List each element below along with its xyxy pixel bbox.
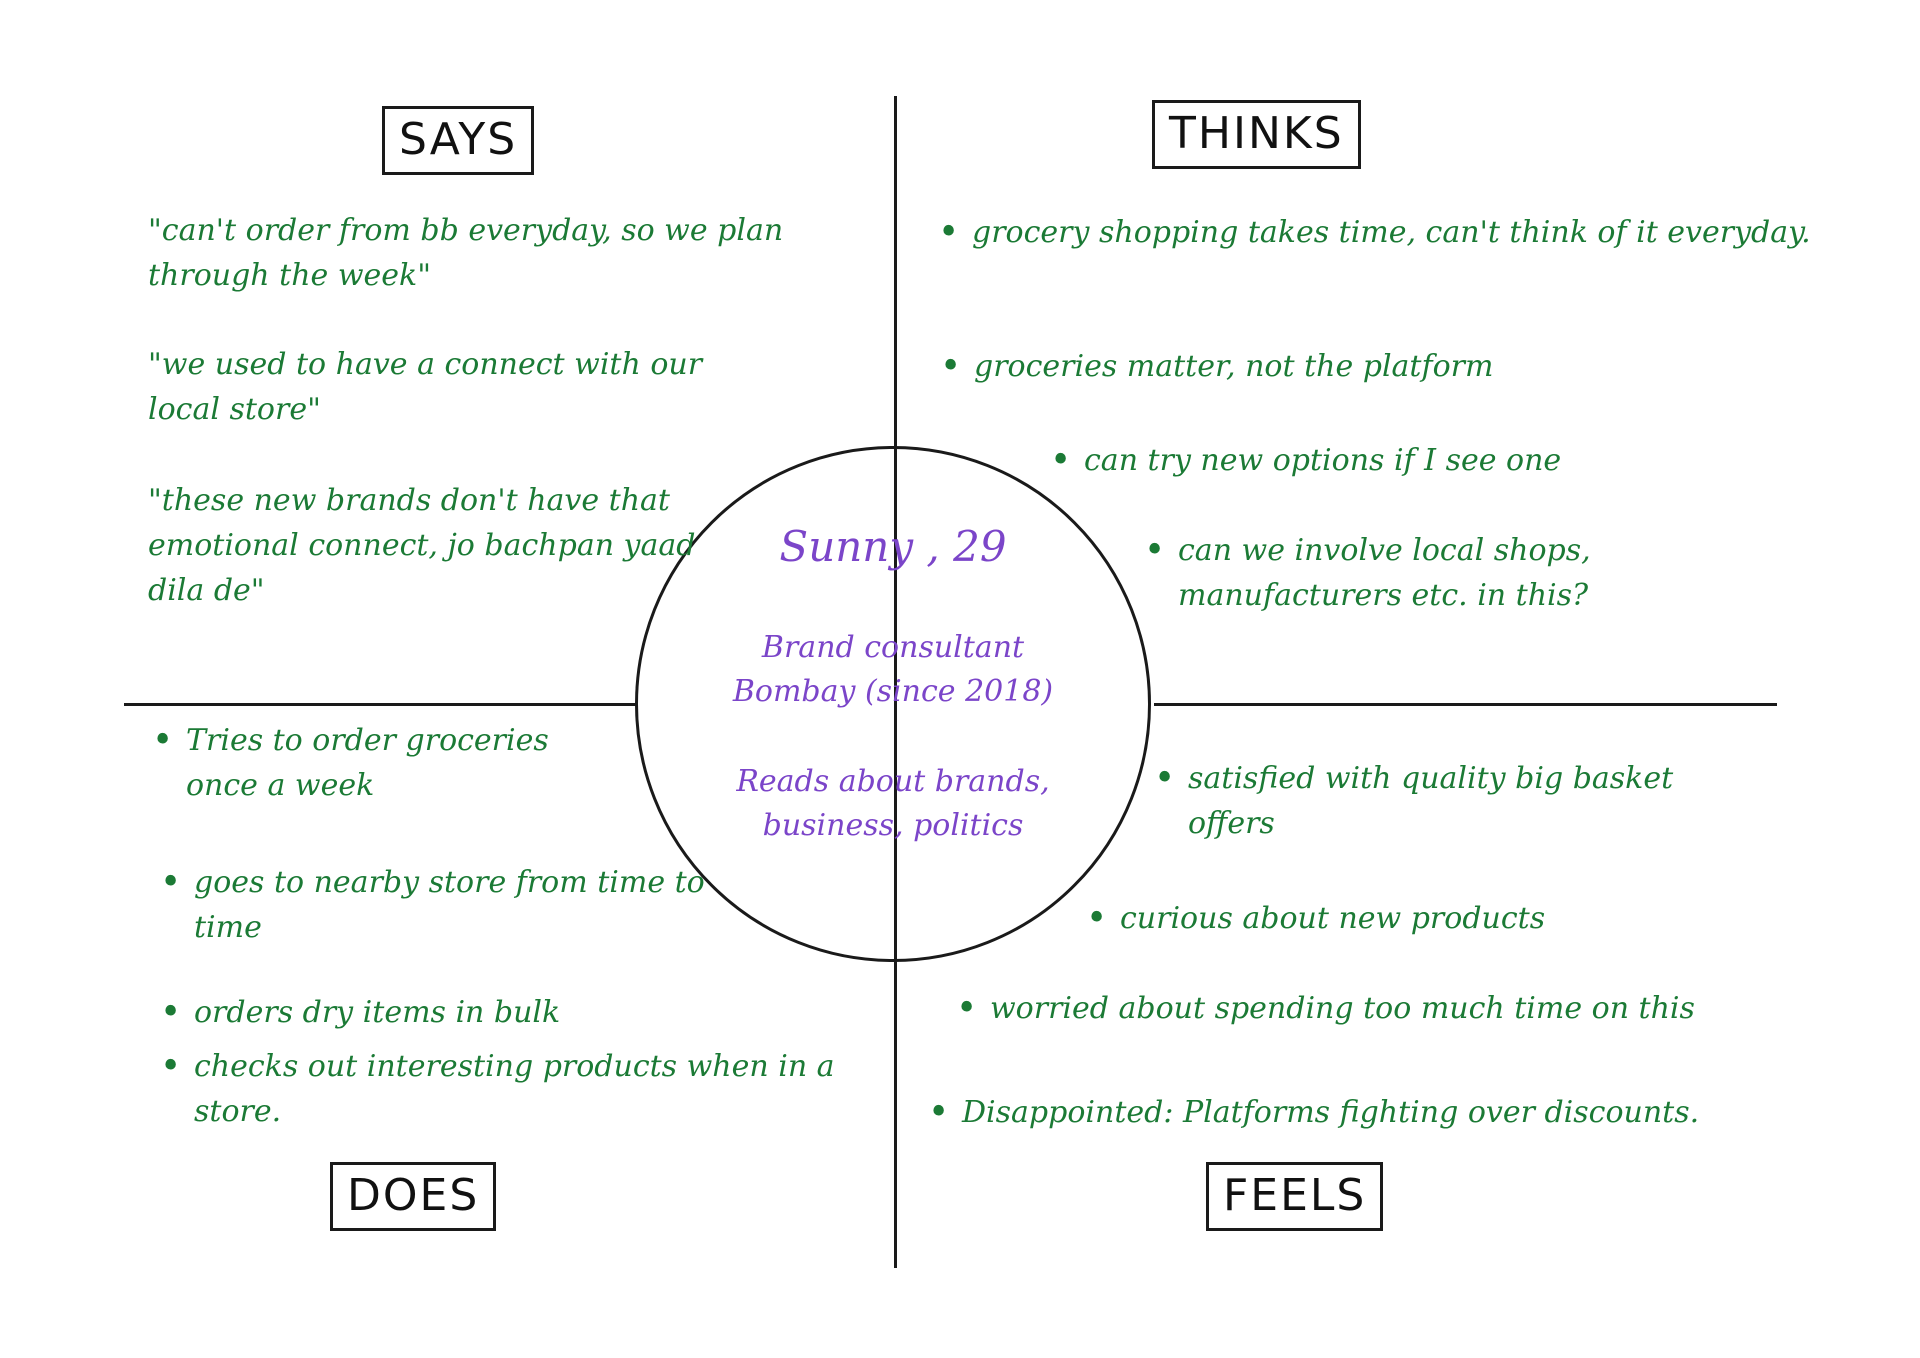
says-label: SAYS [382,106,535,175]
feels-item: satisfied with quality big basket offers [1154,756,1748,846]
does-label: DOES [330,1162,497,1231]
feels-label: FEELS [1206,1162,1384,1231]
persona-interests: Reads about brands, business, politics [663,760,1123,847]
does-item: checks out interesting products when in … [160,1044,914,1134]
persona-name: Sunny , 29 [779,522,1007,571]
feels-item: worried about spending too much time on … [956,986,1790,1033]
persona-role-line: Brand consultant [761,630,1025,665]
thinks-label: THINKS [1152,100,1361,169]
persona-role-line: Bombay (since 2018) [732,673,1054,709]
persona-interests-line: business, politics [762,807,1024,843]
thinks-item: can we involve local shops, manufacturer… [1144,528,1738,618]
says-quote: "we used to have a connect with our loca… [148,347,703,427]
does-item: goes to nearby store from time to time [160,860,714,950]
persona-interests-line: Reads about brands, [736,764,1050,799]
does-item: orders dry items in bulk [160,990,834,1037]
says-quote: "can't order from bb everyday, so we pla… [148,213,784,293]
thinks-item: grocery shopping takes time, can't think… [938,210,1842,257]
says-quote: "these new brands don't have that emotio… [148,483,696,608]
horizontal-divider-right [1154,703,1777,706]
persona-circle [635,446,1151,962]
feels-item: curious about new products [1086,896,1740,943]
thinks-item: can try new options if I see one [1050,438,1824,485]
feels-item: Disappointed: Platforms fighting over di… [928,1090,1842,1137]
persona-role: Brand consultant Bombay (since 2018) [663,626,1123,713]
horizontal-divider-left [124,703,636,706]
does-item: Tries to order groceries once a week [152,718,606,808]
thinks-item: groceries matter, not the platform [940,344,1734,391]
